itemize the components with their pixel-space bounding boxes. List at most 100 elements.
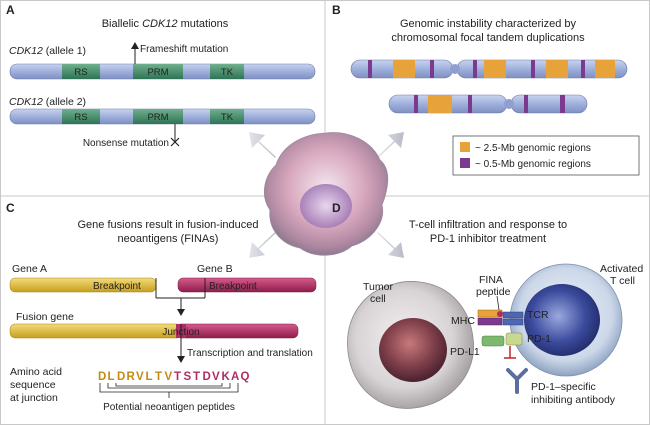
antibody-icon xyxy=(506,368,528,394)
gene-b-bar: Breakpoint xyxy=(177,277,317,293)
domain-tk-1 xyxy=(210,64,244,79)
region-0-5mb xyxy=(468,95,472,113)
region-0-5mb xyxy=(581,60,585,78)
mhc-tcr-complex xyxy=(477,309,524,326)
pdl1-pd1-complex xyxy=(481,332,523,359)
t-cell xyxy=(509,263,623,377)
gene-a-label: Gene A xyxy=(12,263,47,275)
panel-d: D T-cell infiltration and response to PD… xyxy=(332,201,643,409)
amino-acid-letter: T xyxy=(174,371,181,383)
aa-label-line2: sequence xyxy=(10,379,56,391)
panel-c-letter: C xyxy=(6,201,15,215)
region-0-5mb xyxy=(524,95,528,113)
amino-acid-letter: D xyxy=(98,371,106,383)
legend: ~ 2.5-Mb genomic regions ~ 0.5-Mb genomi… xyxy=(452,135,640,176)
fusion-gene-bar: Junction xyxy=(9,323,299,339)
panel-d-letter: D xyxy=(332,201,341,215)
tumor-label-line1: Tumor xyxy=(363,281,393,293)
pd1-label: PD-1 xyxy=(527,333,551,345)
domain-rs-1 xyxy=(62,64,100,79)
legend-label: ~ 0.5-Mb genomic regions xyxy=(475,159,591,170)
panel-c-title-line1: Gene fusions result in fusion-induced xyxy=(78,219,259,231)
activated-label-line2: T cell xyxy=(610,275,635,287)
pd1-molecule xyxy=(505,332,523,346)
arrow-to-b xyxy=(377,132,404,158)
gene-a-bar: Breakpoint xyxy=(9,277,157,293)
domain-label: TK xyxy=(221,67,234,78)
pdl1-molecule xyxy=(481,335,505,347)
arrow-to-d xyxy=(377,232,404,258)
transcription-arrow: Transcription and translation xyxy=(177,338,313,363)
arrow-to-c xyxy=(249,232,276,258)
peptide-bracket: Potential neoantigen peptides xyxy=(99,383,239,413)
panel-a: A Biallelic CDK12 mutations CDK12 (allel… xyxy=(6,3,316,149)
aa-label-line3: at junction xyxy=(10,392,58,404)
panel-c: C Gene fusions result in fusion-induced … xyxy=(6,201,317,413)
center-cell xyxy=(263,132,389,256)
transcription-label: Transcription and translation xyxy=(187,348,313,359)
region-2-5mb xyxy=(428,95,452,113)
amino-acid-letter: K xyxy=(222,371,231,383)
amino-acid-letter: A xyxy=(231,371,239,383)
frameshift-marker: Frameshift mutation xyxy=(131,42,228,64)
domain-rs-2 xyxy=(62,109,100,124)
amino-acid-letter: Q xyxy=(241,371,250,383)
nonsense-label: Nonsense mutation xyxy=(83,138,169,149)
amino-acid-letter: D xyxy=(203,371,211,383)
domain-label: PRM xyxy=(147,112,168,123)
panel-b-title-line1: Genomic instability characterized by xyxy=(400,18,577,30)
amino-acid-letter: T xyxy=(155,371,162,383)
allele1-bar: RS PRM TK xyxy=(9,63,316,80)
region-2-5mb xyxy=(393,60,415,78)
mhc-label: MHC xyxy=(451,315,475,327)
allele1-label: CDK12 (allele 1) xyxy=(9,45,86,57)
tcr-label: TCR xyxy=(527,309,549,321)
domain-label: RS xyxy=(74,112,87,123)
tumor-cell xyxy=(347,281,475,409)
domain-prm-1 xyxy=(133,64,183,79)
domain-label: RS xyxy=(74,67,87,78)
amino-acid-letter: L xyxy=(146,371,153,383)
region-2-5mb xyxy=(595,60,615,78)
amino-acid-letter: R xyxy=(127,371,136,383)
domain-prm-2 xyxy=(133,109,183,124)
amino-acid-letter: S xyxy=(184,371,192,383)
aa-label-line1: Amino acid xyxy=(10,366,62,378)
fina-peptide xyxy=(497,311,503,317)
domain-label: PRM xyxy=(147,67,168,78)
junction-label: Junction xyxy=(162,327,199,338)
panel-d-title-line2: PD-1 inhibitor treatment xyxy=(430,233,546,245)
nonsense-marker: Nonsense mutation xyxy=(83,124,180,149)
gene-b-label: Gene B xyxy=(197,263,233,275)
allele2-bar: RS PRM TK xyxy=(9,108,316,125)
activated-label-line1: Activated xyxy=(600,263,643,275)
panel-a-letter: A xyxy=(6,3,15,17)
breakpoint-a-label: Breakpoint xyxy=(93,281,141,292)
domain-label: TK xyxy=(221,112,234,123)
region-0-5mb xyxy=(414,95,418,113)
region-0-5mb xyxy=(531,60,535,78)
amino-acid-letter: L xyxy=(108,371,115,383)
fina-label-line1: FINA xyxy=(479,274,503,286)
antibody-label-line2: inhibiting antibody xyxy=(531,394,616,406)
chromosome-2 xyxy=(388,94,588,114)
chromosome-1 xyxy=(350,59,628,79)
pdl1-label: PD-L1 xyxy=(450,346,480,358)
center-arrows xyxy=(249,132,404,258)
panel-b-letter: B xyxy=(332,3,341,17)
legend-swatch xyxy=(460,142,470,152)
region-0-5mb xyxy=(368,60,372,78)
fina-label-line2: peptide xyxy=(476,286,511,298)
antibody-label-line1: PD-1–specific xyxy=(531,381,596,393)
region-2-5mb xyxy=(484,60,506,78)
region-2-5mb xyxy=(546,60,568,78)
panel-b: B Genomic instability characterized by c… xyxy=(332,3,640,176)
tumor-label-line2: cell xyxy=(370,293,386,305)
amino-acid-letter: V xyxy=(165,371,173,383)
frameshift-label: Frameshift mutation xyxy=(140,44,228,55)
amino-acid-letter: D xyxy=(117,371,125,383)
fusion-gene-label: Fusion gene xyxy=(16,311,74,323)
region-0-5mb xyxy=(473,60,477,78)
